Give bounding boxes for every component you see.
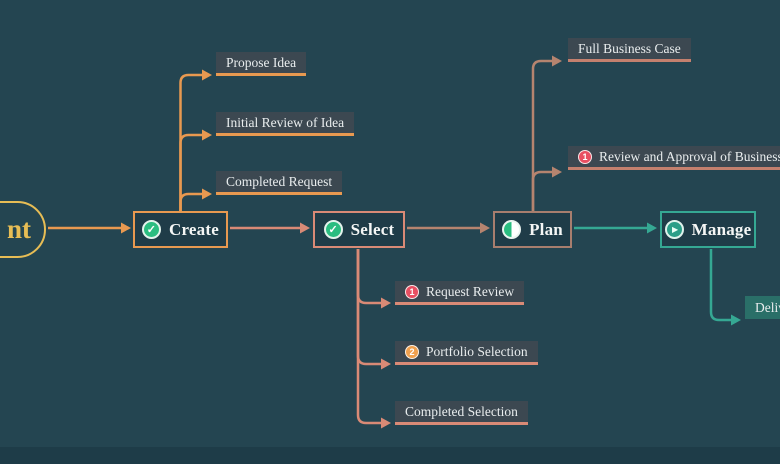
- priority-1-badge-icon: 1: [405, 284, 419, 299]
- bottom-band: [0, 447, 780, 464]
- leaf-label: Propose Idea: [226, 54, 297, 70]
- leaf-review-and-approval-of-business-case[interactable]: 1 Review and Approval of Business Case: [568, 146, 780, 170]
- stage-label-select: Select: [350, 219, 395, 239]
- priority-2-badge-icon: 2: [405, 344, 419, 359]
- root-node[interactable]: nt: [0, 201, 46, 258]
- leaf-completed-request[interactable]: Completed Request: [216, 171, 343, 195]
- leaf-label: Completed Request: [226, 173, 333, 189]
- leaf-portfolio-selection[interactable]: 2 Portfolio Selection: [395, 341, 538, 365]
- stage-node-plan[interactable]: Plan: [493, 211, 572, 248]
- stage-node-manage[interactable]: ▶ Manage: [660, 211, 756, 248]
- leaf-request-review[interactable]: 1 Request Review: [395, 281, 525, 305]
- half-circle-icon: [502, 220, 522, 239]
- leaf-full-business-case[interactable]: Full Business Case: [568, 38, 691, 62]
- leaf-label: Initial Review of Idea: [226, 114, 345, 130]
- leaf-deliver[interactable]: Deliver: [745, 296, 780, 319]
- leaf-label: Review and Approval of Business Case: [599, 148, 780, 164]
- check-circle-icon: ✓: [323, 220, 343, 239]
- stage-node-create[interactable]: ✓ Create: [133, 211, 228, 248]
- check-circle-icon: ✓: [142, 220, 162, 239]
- stage-label-create: Create: [169, 219, 219, 239]
- priority-1-badge-icon: 1: [578, 149, 592, 164]
- leaf-propose-idea[interactable]: Propose Idea: [216, 52, 307, 76]
- leaf-label: Full Business Case: [578, 40, 681, 56]
- stage-node-select[interactable]: ✓ Select: [313, 211, 405, 248]
- leaf-completed-selection[interactable]: Completed Selection: [395, 401, 528, 425]
- leaf-label: Portfolio Selection: [426, 343, 528, 359]
- stage-label-plan: Plan: [529, 219, 563, 239]
- root-node-label: nt: [6, 214, 31, 244]
- play-circle-icon: ▶: [664, 220, 684, 239]
- stage-label-manage: Manage: [691, 219, 752, 239]
- leaf-label: Request Review: [426, 283, 515, 299]
- leaf-label: Deliver: [755, 299, 780, 315]
- leaf-initial-review-of-idea[interactable]: Initial Review of Idea: [216, 112, 355, 136]
- leaf-label: Completed Selection: [405, 403, 518, 419]
